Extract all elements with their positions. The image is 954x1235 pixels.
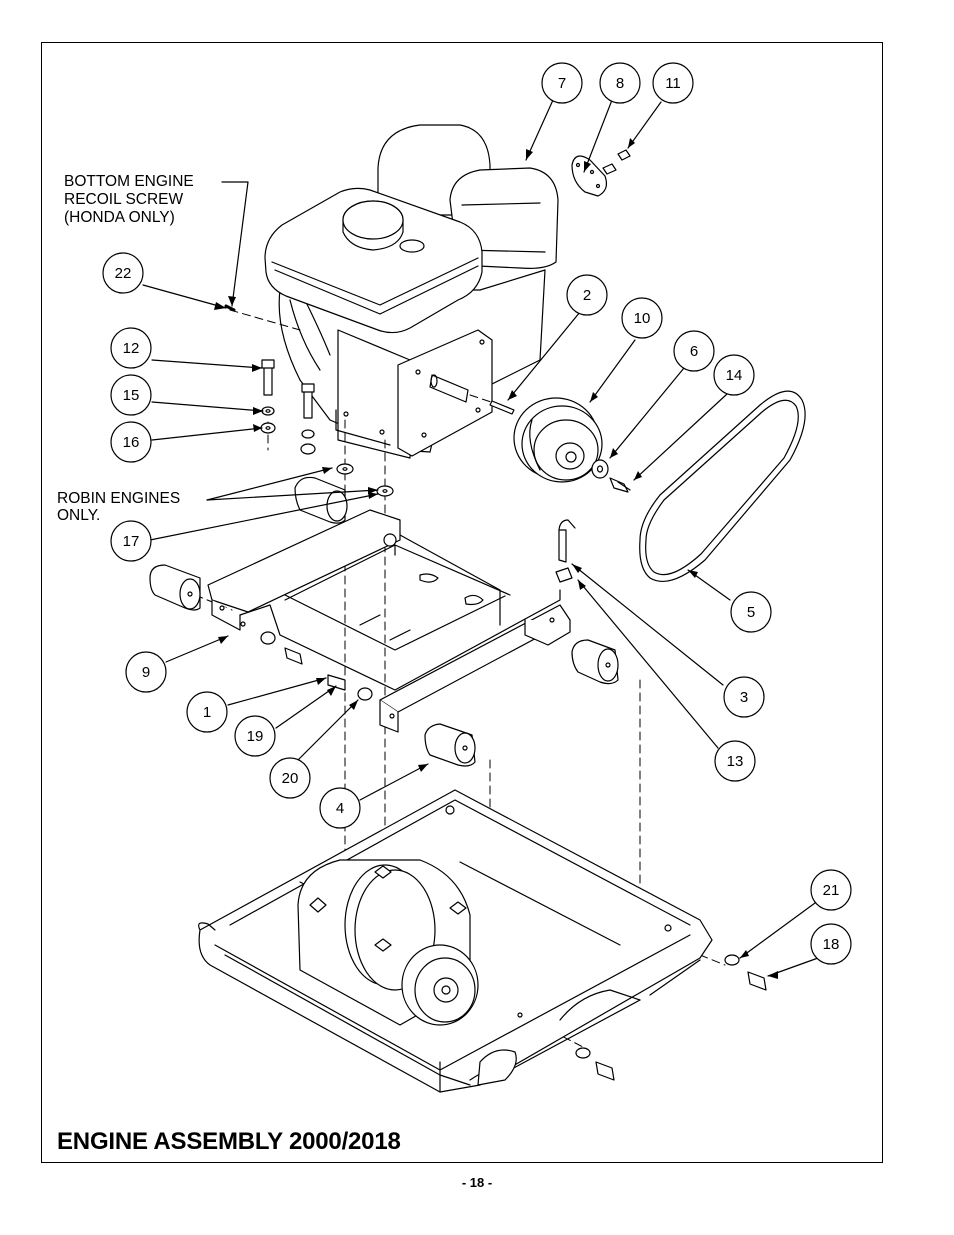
callout-13: 13 [727, 753, 744, 770]
callout-6: 6 [690, 343, 698, 360]
callout-circle-9 [125, 651, 167, 693]
recoil-note-line-2: RECOIL SCREW [64, 191, 184, 208]
callout-circle-22 [102, 252, 144, 294]
clutch-pulley [513, 397, 603, 483]
callout-circle-19 [234, 715, 276, 757]
callout-circle-18 [810, 923, 852, 965]
page-title: ENGINE ASSEMBLY 2000/2018 [57, 1128, 401, 1155]
recoil-cover-parts [571, 149, 631, 197]
callout-17: 17 [123, 533, 140, 550]
callout-11: 11 [665, 75, 681, 92]
callout-circle-14 [713, 354, 755, 396]
callout-5: 5 [747, 604, 755, 621]
page-number: - 18 - [461, 1175, 493, 1190]
callout-4: 4 [336, 800, 344, 817]
callout-circle-5 [730, 591, 772, 633]
callout-7: 7 [558, 75, 566, 92]
callout-22: 22 [115, 265, 132, 282]
exciter-unit [297, 859, 479, 1026]
callout-circle-2 [566, 274, 608, 316]
callout-circle-16 [110, 421, 152, 463]
engine-base-plate [207, 509, 571, 733]
callout-circle-17 [110, 520, 152, 562]
callout-15: 15 [123, 387, 140, 404]
callout-16: 16 [123, 434, 140, 451]
callout-circle-13 [714, 740, 756, 782]
callout-circle-1 [186, 691, 228, 733]
callout-2: 2 [583, 287, 591, 304]
callout-18: 18 [823, 936, 840, 953]
recoil-note-line-1: BOTTOM ENGINE [64, 173, 194, 190]
callout-9: 9 [142, 664, 150, 681]
callout-circle-8 [599, 62, 641, 104]
callout-12: 12 [123, 340, 140, 357]
callout-3: 3 [740, 689, 748, 706]
rubber-mounts [149, 476, 619, 767]
callout-circle-15 [110, 374, 152, 416]
callout-circle-6 [673, 330, 715, 372]
callout-20: 20 [282, 770, 299, 787]
callout-circle-10 [621, 297, 663, 339]
callout-1: 1 [203, 704, 211, 721]
fasteners [224, 304, 767, 1081]
page-frame [41, 42, 883, 1163]
callout-circle-4 [319, 787, 361, 829]
pulley-washer [591, 459, 609, 479]
engine-drawing [264, 124, 559, 459]
callout-8: 8 [616, 75, 624, 92]
robin-note-line-2: ONLY. [57, 507, 100, 524]
recoil-note-line-3: (HONDA ONLY) [64, 209, 175, 226]
callout-circle-11 [652, 62, 694, 104]
callout-circle-3 [723, 676, 765, 718]
robin-note-line-1: ROBIN ENGINES [57, 490, 180, 507]
callout-14: 14 [726, 367, 743, 384]
callout-circle-12 [110, 327, 152, 369]
callout-circle-7 [541, 62, 583, 104]
callout-circles [102, 62, 852, 965]
arrowheads [214, 138, 778, 979]
callout-10: 10 [634, 310, 651, 327]
leader-lines [142, 99, 819, 977]
callout-circle-20 [269, 757, 311, 799]
callout-19: 19 [247, 728, 264, 745]
callout-21: 21 [823, 882, 840, 899]
drive-belt [639, 390, 806, 582]
callout-circle-21 [810, 869, 852, 911]
shaft-key [489, 400, 515, 415]
